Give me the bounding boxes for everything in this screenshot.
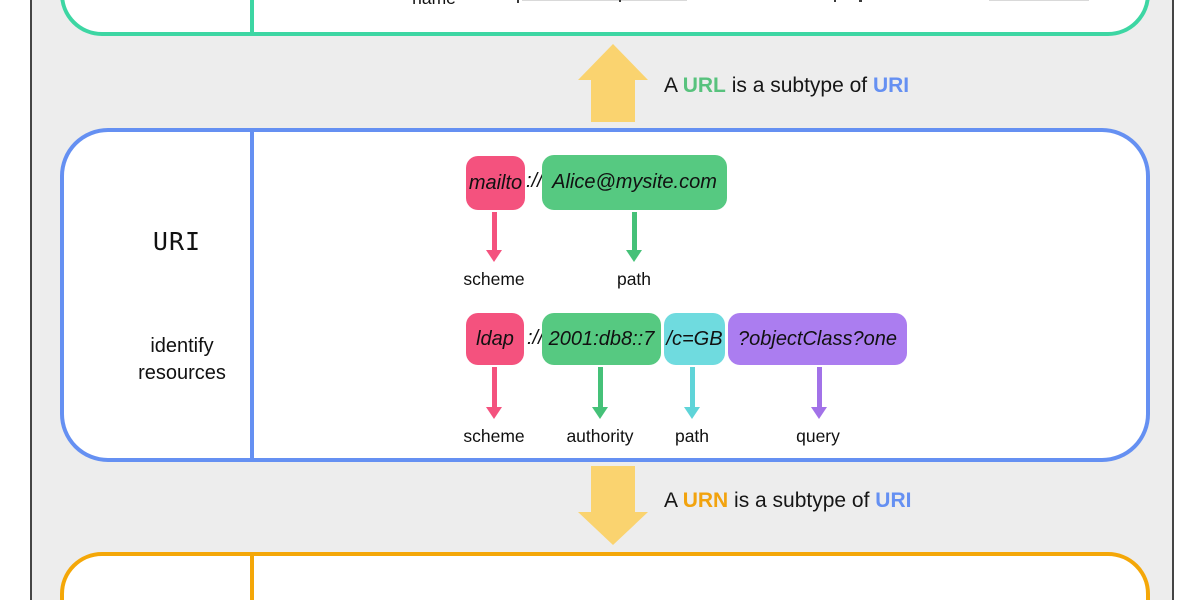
url-subtype-sentence: A URL is a subtype of URI bbox=[664, 74, 909, 98]
uri-box-title: URI bbox=[152, 227, 202, 256]
ldap-authority-token: 2001:db8::7 bbox=[542, 313, 661, 365]
ldap-scheme-label: scheme bbox=[463, 426, 525, 446]
ldap-query-token: ?objectClass?one bbox=[728, 313, 907, 365]
ldap-scheme-token: ldap bbox=[466, 313, 524, 365]
down-arrow-icon bbox=[578, 466, 648, 545]
cropped-content-remnant bbox=[859, 0, 862, 2]
up-arrow-icon bbox=[578, 44, 648, 122]
uri-box-description: identify resources bbox=[92, 333, 272, 387]
url-term: URL bbox=[682, 74, 726, 97]
cropped-content-remnant bbox=[619, 0, 621, 2]
sentence-prefix: A bbox=[664, 74, 683, 97]
ldap-authority-label: authority bbox=[566, 426, 634, 446]
authority-arrow-icon bbox=[592, 367, 608, 419]
mailto-scheme-token: mailto bbox=[466, 156, 525, 210]
urn-definition-box bbox=[60, 552, 1150, 600]
uri-box-divider bbox=[250, 132, 254, 458]
query-arrow-icon bbox=[811, 367, 827, 419]
ldap-separator: :// bbox=[527, 327, 544, 349]
url-part-label-name: name bbox=[374, 0, 494, 9]
cropped-content-remnant bbox=[517, 0, 519, 3]
url-box-divider bbox=[250, 0, 254, 32]
uri-description-line2: resources bbox=[138, 362, 226, 384]
cropped-content-remnant bbox=[834, 0, 836, 2]
uri-description-line1: identify bbox=[150, 335, 214, 357]
path-arrow-icon bbox=[684, 367, 700, 419]
mailto-path-token: Alice@mysite.com bbox=[542, 155, 727, 210]
sentence-prefix: A bbox=[664, 489, 683, 512]
url-definition-box: name bbox=[60, 0, 1150, 36]
urn-term: URN bbox=[682, 489, 729, 512]
scheme-arrow-icon bbox=[486, 212, 502, 262]
mailto-path-label: path bbox=[616, 269, 652, 289]
mailto-scheme-label: scheme bbox=[463, 269, 525, 289]
diagram-canvas: name A URL is a subtype of URI URI ident… bbox=[30, 0, 1174, 600]
path-arrow-icon bbox=[626, 212, 642, 262]
urn-box-divider bbox=[250, 556, 254, 600]
urn-subtype-sentence: A URN is a subtype of URI bbox=[664, 489, 911, 513]
ldap-path-label: path bbox=[674, 426, 710, 446]
sentence-middle: is a subtype of bbox=[725, 74, 873, 97]
cropped-content-remnant bbox=[989, 0, 1089, 1]
uri-term: URI bbox=[875, 489, 912, 512]
cropped-content-remnant bbox=[522, 0, 687, 1]
ldap-path-token: /c=GB bbox=[664, 313, 725, 365]
mailto-separator: :// bbox=[526, 170, 543, 192]
scheme-arrow-icon bbox=[486, 367, 502, 419]
ldap-query-label: query bbox=[796, 426, 840, 446]
uri-term: URI bbox=[872, 74, 910, 97]
sentence-middle: is a subtype of bbox=[728, 489, 876, 512]
